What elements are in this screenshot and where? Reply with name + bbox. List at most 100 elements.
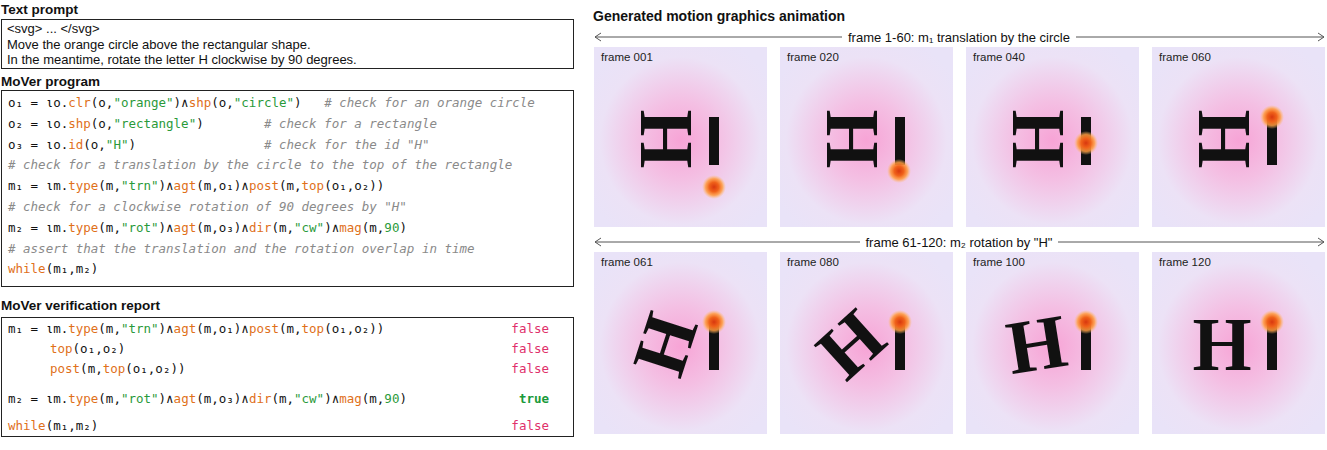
code-comment: # check for a rectangle <box>264 116 437 131</box>
orange-circle <box>887 159 911 183</box>
code-token: type <box>68 220 98 235</box>
code-token: shp <box>189 95 212 110</box>
code-token: type <box>68 391 98 406</box>
code-line: o₂ = ιo.shp(o,"rectangle") # check for a… <box>8 115 437 132</box>
code-token: "H" <box>106 137 129 152</box>
verification-result: false <box>511 360 549 377</box>
verification-result: true <box>519 390 549 407</box>
code-token: mag <box>339 391 362 406</box>
frame-illustration <box>1152 47 1325 227</box>
timeline-bracket <box>595 33 1324 246</box>
code-comment: # check for the id "H" <box>264 137 430 152</box>
code-token: "orange" <box>113 95 173 110</box>
frame-background <box>966 252 1139 434</box>
frame-illustration <box>780 252 953 434</box>
prompt-line: In the meantime, rotate the letter H clo… <box>7 52 357 67</box>
orange-circle <box>702 175 726 199</box>
code-token: type <box>68 321 98 336</box>
panel-heading: Text prompt <box>1 2 78 17</box>
rectangle-shape <box>895 117 905 165</box>
frame-background <box>1152 47 1325 227</box>
code-token: post <box>249 321 279 336</box>
code-comment: # check for a translation by the circle … <box>8 157 512 172</box>
frame-illustration <box>594 47 767 227</box>
code-token: "cw" <box>294 220 324 235</box>
code-token: dir <box>249 391 272 406</box>
animation-frame: frame 061H <box>594 252 767 434</box>
code-token: id <box>68 137 83 152</box>
frame-background <box>780 47 953 227</box>
code-comment: # check for a clockwise rotation of 90 d… <box>8 199 407 214</box>
frame-number: frame 001 <box>601 51 653 63</box>
frame-background <box>594 47 767 227</box>
frame-number: frame 061 <box>601 256 653 268</box>
verification-result: false <box>511 320 549 337</box>
code-line: # check for a translation by the circle … <box>8 156 512 173</box>
code-token: dir <box>249 220 272 235</box>
code-token: while <box>8 261 46 276</box>
orange-circle <box>1260 105 1284 129</box>
code-token: agt <box>174 391 197 406</box>
frame-number: frame 040 <box>973 51 1025 63</box>
frame-number: frame 060 <box>1159 51 1211 63</box>
code-line: while(m₁,m₂) <box>8 260 98 277</box>
code-token: agt <box>174 178 197 193</box>
frame-background <box>780 252 953 434</box>
code-line: # check for a clockwise rotation of 90 d… <box>8 198 407 215</box>
section-heading: Generated motion graphics animation <box>593 8 845 24</box>
animation-frame: frame 120H <box>1152 252 1325 434</box>
frame-number: frame 080 <box>787 256 839 268</box>
code-line: m₁ = ιm.type(m,"trn")∧agt(m,o₁)∧post(m,t… <box>8 177 384 194</box>
panel-heading: MoVer program <box>1 74 100 89</box>
text-panel: MoVer programo₁ = ιo.clr(o,"orange")∧shp… <box>1 90 574 287</box>
code-token: "circle" <box>234 95 294 110</box>
prompt-line: Move the orange circle above the rectang… <box>7 37 311 52</box>
report-expression: m₁ = ιm.type(m,"trn")∧agt(m,o₁)∧post(m,t… <box>8 320 384 337</box>
letter-h: H <box>626 109 702 168</box>
code-token: "trn" <box>121 321 159 336</box>
frame-illustration <box>594 252 767 434</box>
animation-frame: frame 020H <box>780 47 953 227</box>
report-expression: while(m₁,m₂) <box>8 417 98 434</box>
code-token: post <box>249 178 279 193</box>
code-token: agt <box>174 321 197 336</box>
report-expression: top(o₁,o₂) <box>50 340 125 357</box>
code-line: m₂ = ιm.type(m,"rot")∧agt(m,o₃)∧dir(m,"c… <box>8 219 407 236</box>
code-token: top <box>302 178 325 193</box>
letter-h: H <box>803 296 898 392</box>
frame-number: frame 100 <box>973 256 1025 268</box>
letter-h: H <box>1001 302 1071 386</box>
frame-number: frame 020 <box>787 51 839 63</box>
frame-number: frame 120 <box>1159 256 1211 268</box>
frame-illustration <box>966 47 1139 227</box>
code-comment: # assert that the translation and the ro… <box>8 241 475 256</box>
code-token: clr <box>68 95 91 110</box>
letter-h: H <box>812 109 888 168</box>
code-token: "rectangle" <box>113 116 196 131</box>
code-token: top <box>50 341 73 356</box>
code-line: o₁ = ιo.clr(o,"orange")∧shp(o,"circle") … <box>8 94 535 111</box>
animation-frame: frame 060H <box>1152 47 1325 227</box>
frame-illustration <box>780 47 953 227</box>
letter-h: H <box>998 109 1074 168</box>
orange-circle <box>1074 131 1098 155</box>
text-panel: Text prompt<svg> ... </svg>Move the oran… <box>1 19 574 69</box>
code-token: "trn" <box>121 178 159 193</box>
frame-illustration <box>1152 252 1325 434</box>
letter-h: H <box>619 304 710 384</box>
code-line: o₃ = ιo.id(o,"H") # check for the id "H" <box>8 136 429 153</box>
animation-frame: frame 040H <box>966 47 1139 227</box>
code-token: 90 <box>384 220 399 235</box>
frame-illustration <box>966 252 1139 434</box>
code-token: type <box>68 178 98 193</box>
report-expression: post(m,top(o₁,o₂)) <box>50 360 185 377</box>
letter-h: H <box>1184 109 1260 168</box>
code-token: top <box>103 361 126 376</box>
rectangle-shape <box>709 117 719 165</box>
animation-frame: frame 001H <box>594 47 767 227</box>
timeline-label: frame 61-120: m₂ rotation by "H" <box>860 235 1059 250</box>
prompt-line: <svg> ... </svg> <box>7 21 100 36</box>
verification-result: false <box>511 417 549 434</box>
code-token: "rot" <box>121 391 159 406</box>
